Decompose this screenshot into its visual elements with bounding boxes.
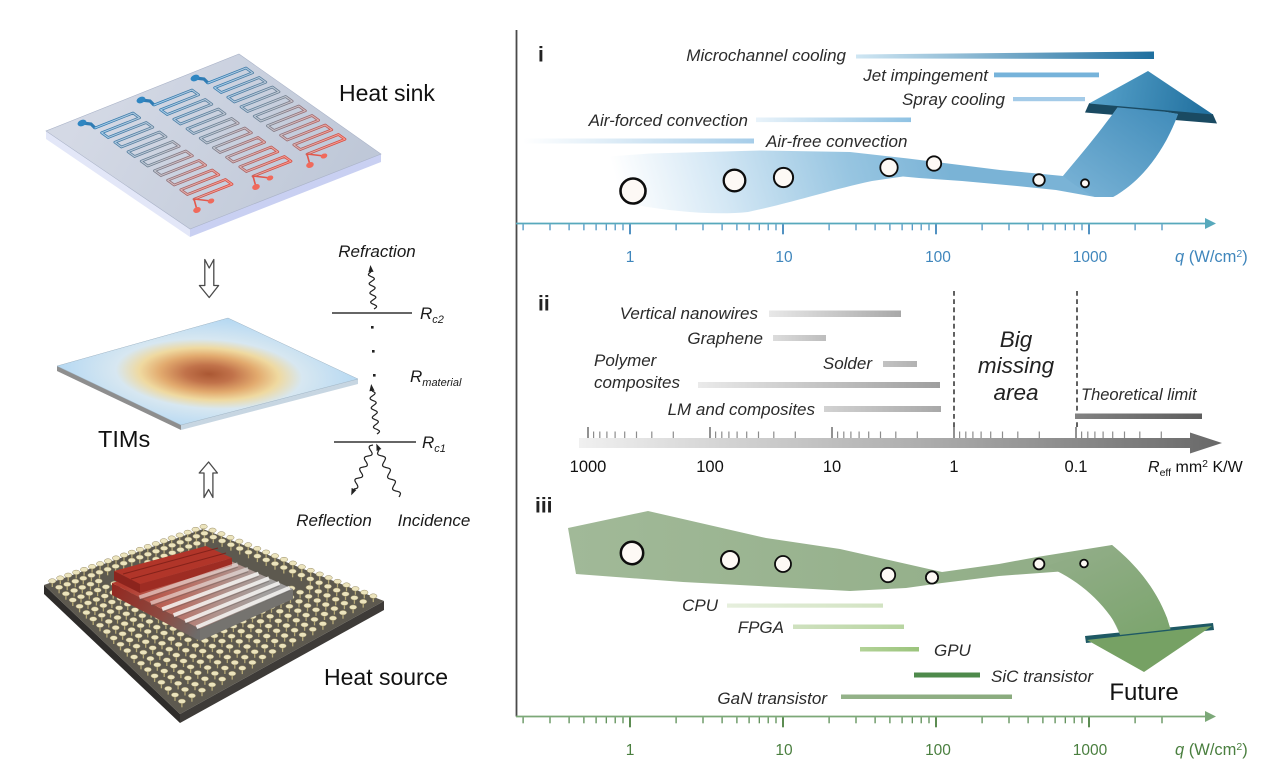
- svg-text:q (W/cm2): q (W/cm2): [1175, 741, 1248, 759]
- svg-text:Refraction: Refraction: [338, 242, 415, 261]
- svg-text:100: 100: [925, 249, 951, 266]
- svg-text:ii: ii: [538, 293, 550, 316]
- svg-text:100: 100: [925, 742, 951, 759]
- svg-text:area: area: [993, 380, 1038, 405]
- svg-text:1000: 1000: [1073, 742, 1108, 759]
- svg-text:100: 100: [696, 458, 724, 476]
- svg-text:10: 10: [823, 458, 841, 476]
- svg-text:LM and composites: LM and composites: [668, 400, 816, 419]
- svg-text:Reff mm2 K/W: Reff mm2 K/W: [1148, 458, 1244, 479]
- svg-text:1000: 1000: [570, 458, 607, 476]
- svg-text:Graphene: Graphene: [687, 329, 763, 348]
- svg-text:1: 1: [949, 458, 958, 476]
- svg-text:Vertical nanowires: Vertical nanowires: [620, 304, 759, 323]
- svg-text:10: 10: [775, 742, 793, 759]
- svg-text:Incidence: Incidence: [398, 511, 471, 530]
- svg-text:0.1: 0.1: [1065, 458, 1088, 476]
- svg-text:q (W/cm2): q (W/cm2): [1175, 248, 1248, 266]
- svg-text:Microchannel cooling: Microchannel cooling: [686, 46, 846, 65]
- svg-text:TIMs: TIMs: [98, 426, 150, 452]
- svg-text:Spray cooling: Spray cooling: [902, 90, 1006, 109]
- svg-text:1: 1: [626, 742, 635, 759]
- svg-text:1: 1: [626, 249, 635, 266]
- svg-text:Polymer: Polymer: [594, 351, 658, 370]
- svg-text:GPU: GPU: [934, 641, 972, 660]
- svg-text:CPU: CPU: [682, 596, 719, 615]
- svg-text:Heat source: Heat source: [324, 664, 448, 690]
- svg-text:GaN transistor: GaN transistor: [717, 689, 828, 708]
- svg-text:Heat sink: Heat sink: [339, 80, 435, 106]
- svg-text:1000: 1000: [1073, 249, 1108, 266]
- svg-text:Air-forced convection: Air-forced convection: [588, 111, 748, 130]
- svg-text:Theoretical limit: Theoretical limit: [1081, 386, 1198, 404]
- svg-text:Air-free convection: Air-free convection: [765, 132, 907, 151]
- svg-text:i: i: [538, 44, 544, 67]
- svg-text:Future: Future: [1109, 679, 1178, 706]
- svg-text:Big: Big: [1000, 327, 1033, 352]
- svg-text:composites: composites: [594, 373, 680, 392]
- svg-text:Jet impingement: Jet impingement: [862, 66, 989, 85]
- svg-text:10: 10: [775, 249, 793, 266]
- svg-text:iii: iii: [535, 495, 553, 518]
- svg-text:Solder: Solder: [823, 354, 873, 373]
- svg-text:SiC transistor: SiC transistor: [991, 667, 1094, 686]
- svg-text:FPGA: FPGA: [738, 618, 784, 637]
- svg-text:Reflection: Reflection: [296, 511, 372, 530]
- svg-text:missing: missing: [978, 353, 1055, 378]
